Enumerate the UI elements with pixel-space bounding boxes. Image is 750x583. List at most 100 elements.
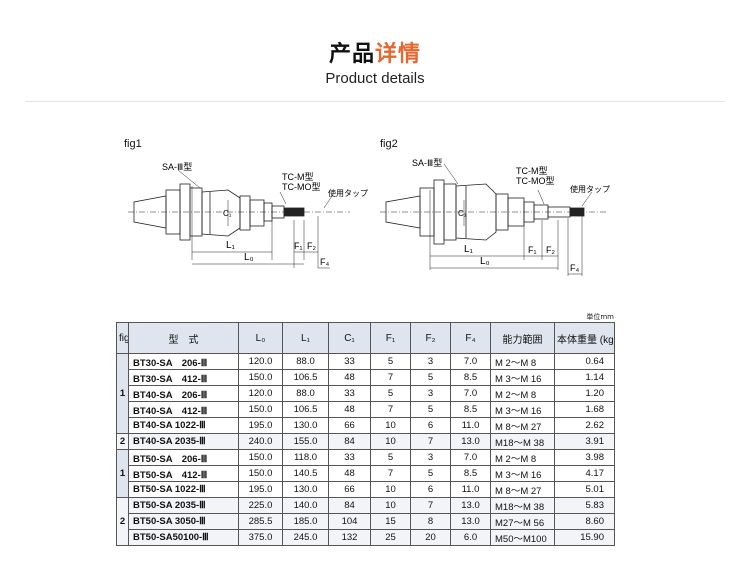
cell-model: BT40-SA 1022-Ⅲ	[128, 417, 239, 434]
title-orange: 详情	[375, 42, 422, 67]
header-lo: L₀	[238, 322, 283, 354]
header-c1: C₁	[328, 322, 371, 354]
fig1-dim-f1: F₁	[294, 241, 303, 251]
cell-f2: 6	[410, 417, 451, 434]
cell-c1: 33	[328, 385, 371, 402]
spec-table: fig 型 式 L₀ L₁ C₁ F₁ F₂ F₄ 能力範囲 本体重量 (kg)…	[116, 322, 615, 546]
cell-model: BT50-SA 2035-Ⅲ	[128, 497, 239, 514]
fig2-dim-c1: C₁	[458, 209, 467, 218]
fig1-callout-tap: 使用タップ	[328, 188, 368, 198]
table-header-row: fig 型 式 L₀ L₁ C₁ F₁ F₂ F₄ 能力範囲 本体重量 (kg)	[116, 322, 615, 354]
cell-f2: 7	[410, 497, 451, 514]
cell-f1: 15	[370, 513, 411, 530]
cell-f2: 3	[410, 449, 451, 466]
fig2-drawing: SA-Ⅲ型 TC-M型 TC-MO型 使用タップ C₁ L₁ L₀ F₁ F₂ …	[380, 158, 610, 276]
cell-lo: 120.0	[238, 385, 283, 402]
cell-model: BT40-SA 2035-Ⅲ	[128, 433, 239, 450]
header-f2: F₂	[410, 322, 451, 354]
fig1-dim-f2: F₂	[307, 241, 316, 251]
cell-c1: 84	[328, 433, 371, 450]
cell-model: BT30-SA 412-Ⅲ	[128, 369, 239, 386]
cell-range: M 8～M 27	[490, 481, 555, 498]
cell-c1: 33	[328, 353, 371, 370]
cell-l1: 130.0	[282, 417, 329, 434]
cell-lo: 150.0	[238, 449, 283, 466]
table-row: 1 BT50-SA 206-Ⅲ 150.0 118.0 33 5 3 7.0 M…	[116, 449, 615, 498]
cell-c1: 33	[328, 449, 371, 466]
cell-range: M18～M 38	[490, 433, 555, 450]
cell-f1: 10	[370, 497, 411, 514]
table-row: 2 BT40-SA 2035-Ⅲ 240.0 155.0 84 10 7 13.…	[116, 433, 615, 450]
cell-model: BT50-SA 3050-Ⅲ	[128, 513, 239, 530]
cell-lo: 150.0	[238, 369, 283, 386]
fig2-callout-tc2: TC-MO型	[516, 176, 555, 186]
table-row: BT50-SA 3050-Ⅲ 285.5 185.0 104 15 8 13.0…	[117, 513, 615, 530]
fig1-dim-f4: F₄	[320, 257, 329, 267]
cell-f1: 5	[370, 449, 411, 466]
cell-l1: 106.5	[282, 369, 329, 386]
fig1-callout-tc1: TC-M型	[282, 172, 314, 182]
table-row: BT50-SA 1022-Ⅲ 195.0 130.0 66 10 6 11.0 …	[117, 481, 615, 498]
cell-model: BT40-SA 412-Ⅲ	[128, 401, 239, 418]
unit-label: 単位mm	[586, 313, 614, 321]
cell-f2: 3	[410, 353, 451, 370]
cell-l1: 140.0	[282, 497, 329, 514]
table-row: 2 BT50-SA 2035-Ⅲ 225.0 140.0 84 10 7 13.…	[116, 497, 615, 546]
cell-weight: 5.83	[554, 497, 615, 514]
cell-f4: 13.0	[450, 433, 491, 450]
cell-weight: 8.60	[554, 513, 615, 530]
cell-f2: 8	[410, 513, 451, 530]
cell-lo: 150.0	[238, 465, 283, 482]
title-black: 产品	[328, 42, 375, 67]
cell-model: BT40-SA 206-Ⅲ	[128, 385, 239, 402]
cell-range: M 2～M 8	[490, 449, 555, 466]
fig2-dim-f2: F₂	[546, 245, 555, 255]
cell-lo: 240.0	[238, 433, 283, 450]
table-row: BT40-SA 206-Ⅲ 120.0 88.0 33 5 3 7.0 M 2～…	[117, 385, 615, 402]
cell-f4: 11.0	[450, 417, 491, 434]
cell-model: BT50-SA 206-Ⅲ	[128, 449, 239, 466]
cell-range: M 3～M 16	[490, 401, 555, 418]
fig-group-cell: 2	[116, 497, 129, 546]
cell-l1: 185.0	[282, 513, 329, 530]
cell-weight: 1.68	[554, 401, 615, 418]
table-row: BT50-SA50100-Ⅲ 375.0 245.0 132 25 20 6.0…	[117, 529, 615, 546]
header-f1: F₁	[370, 322, 411, 354]
cell-f4: 7.0	[450, 385, 491, 402]
fig-group-cell: 1	[116, 353, 129, 434]
cell-l1: 245.0	[282, 529, 329, 546]
cell-c1: 48	[328, 369, 371, 386]
cell-range: M 2～M 8	[490, 385, 555, 402]
cell-f4: 13.0	[450, 497, 491, 514]
cell-f4: 8.5	[450, 465, 491, 482]
cell-c1: 48	[328, 465, 371, 482]
header-fig: fig	[116, 322, 129, 354]
cell-l1: 130.0	[282, 481, 329, 498]
cell-c1: 104	[328, 513, 371, 530]
cell-lo: 285.5	[238, 513, 283, 530]
cell-weight: 2.62	[554, 417, 615, 434]
table-row: BT50-SA 412-Ⅲ 150.0 140.5 48 7 5 8.5 M 3…	[117, 465, 615, 482]
cell-c1: 84	[328, 497, 371, 514]
fig2-callout-sa: SA-Ⅲ型	[412, 158, 442, 168]
cell-f4: 8.5	[450, 401, 491, 418]
cell-l1: 88.0	[282, 353, 329, 370]
header-divider	[25, 101, 725, 102]
cell-f1: 25	[370, 529, 411, 546]
fig2-dim-f1: F₁	[528, 245, 537, 255]
header-f4: F₄	[450, 322, 491, 354]
cell-range: M 8～M 27	[490, 417, 555, 434]
page-title: 产品详情	[0, 36, 750, 68]
cell-f2: 3	[410, 385, 451, 402]
fig2-callout-tap: 使用タップ	[570, 184, 610, 194]
fig-group-cell: 1	[116, 449, 129, 498]
cell-range: M27～M 56	[490, 513, 555, 530]
header-l1: L₁	[282, 322, 329, 354]
cell-lo: 120.0	[238, 353, 283, 370]
table-row: BT40-SA 412-Ⅲ 150.0 106.5 48 7 5 8.5 M 3…	[117, 401, 615, 418]
cell-range: M 3～M 16	[490, 369, 555, 386]
cell-c1: 66	[328, 417, 371, 434]
cell-f1: 10	[370, 433, 411, 450]
cell-f4: 6.0	[450, 529, 491, 546]
fig2-dim-lo: L₀	[480, 256, 490, 267]
